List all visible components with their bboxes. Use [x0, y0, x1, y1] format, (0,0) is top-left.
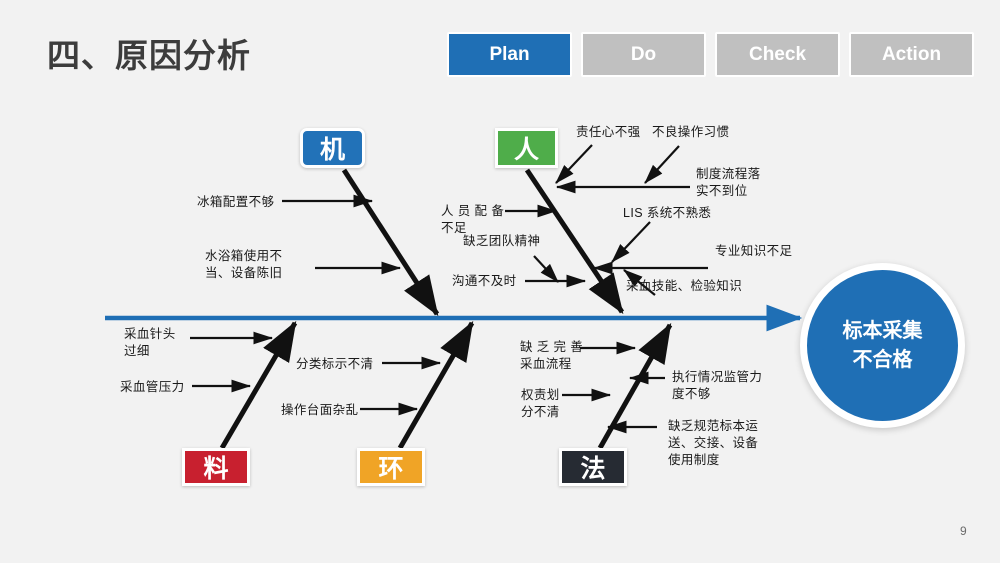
cause-man-8: 沟通不及时	[452, 274, 517, 288]
cause-method-2: 权责划 分不清	[521, 388, 560, 419]
tab-check[interactable]: Check	[715, 32, 840, 77]
cause-material-2: 采血管压力	[120, 380, 185, 394]
cause-environment-1: 分类标示不清	[296, 357, 374, 371]
tab-plan[interactable]: Plan	[447, 32, 572, 77]
cause-environment-2: 操作台面杂乱	[281, 403, 359, 417]
effect-circle[interactable]: 标本采集 不合格	[800, 263, 965, 428]
cause-machine-1: 冰箱配置不够	[197, 195, 275, 209]
effect-line-1: 标本采集	[842, 319, 923, 342]
effect-line-2: 不合格	[852, 348, 913, 371]
pdca-tab-bar: Plan Do Check Action	[447, 32, 974, 77]
tab-do[interactable]: Do	[581, 32, 706, 77]
tab-action[interactable]: Action	[849, 32, 974, 77]
bone-environment	[360, 320, 475, 450]
bone-man	[505, 144, 708, 315]
category-box-method[interactable]: 法	[559, 448, 627, 486]
cause-man-9: 采血技能、检验知识	[626, 279, 743, 293]
category-box-man[interactable]: 人	[495, 128, 558, 168]
cause-man-1: 责任心不强	[576, 125, 641, 139]
bone-machine	[282, 168, 440, 317]
bone-material	[190, 320, 298, 450]
cause-man-2: 不良操作习惯	[652, 125, 730, 139]
cause-man-7: 专业知识不足	[715, 244, 793, 258]
category-box-environment[interactable]: 环	[357, 448, 425, 486]
cause-material-1: 采血针头 过细	[124, 327, 176, 358]
category-box-machine[interactable]: 机	[300, 128, 365, 168]
cause-man-4: 人 员 配 备 不足	[441, 204, 505, 235]
cause-man-6: 缺乏团队精神	[463, 234, 541, 248]
cause-method-4: 缺乏规范标本运 送、交接、设备 使用制度	[668, 419, 759, 467]
cause-method-1: 缺 乏 完 善 采血流程	[520, 340, 584, 371]
category-box-material[interactable]: 料	[182, 448, 250, 486]
cause-man-5: LIS 系统不熟悉	[623, 206, 712, 220]
page-number: 9	[960, 524, 967, 538]
cause-machine-2: 水浴箱使用不 当、设备陈旧	[205, 249, 283, 280]
bone-method	[562, 322, 673, 450]
cause-method-3: 执行情况监管力 度不够	[672, 370, 763, 401]
page-title: 四、原因分析	[47, 37, 251, 74]
cause-man-3: 制度流程落 实不到位	[696, 167, 761, 198]
